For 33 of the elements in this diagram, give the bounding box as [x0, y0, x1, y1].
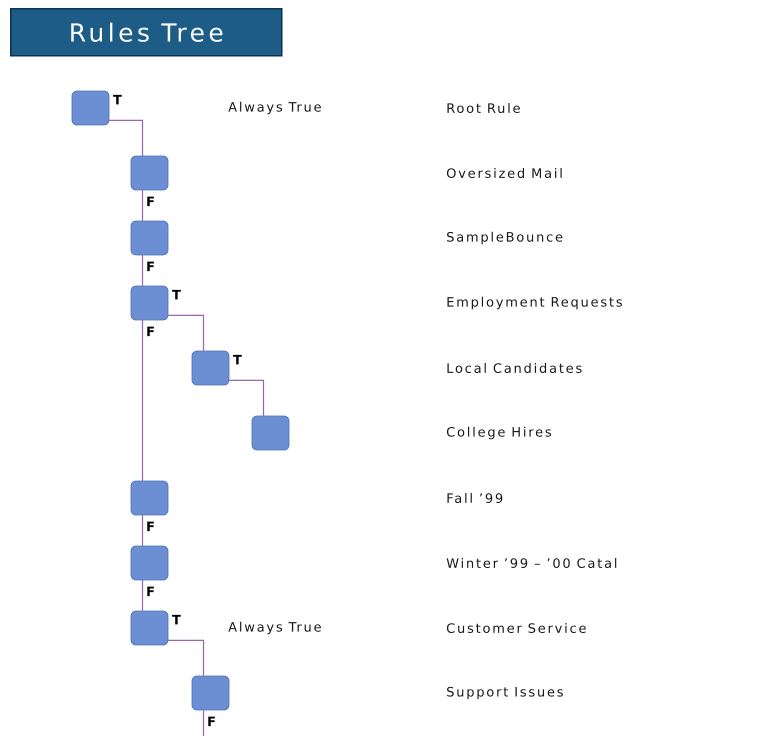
edge-label: F: [147, 262, 154, 272]
condition-text: Always True: [228, 622, 321, 634]
connector-line: [202, 710, 204, 736]
edge-label: F: [208, 716, 215, 726]
edge-label: T: [172, 614, 181, 624]
connector-line: [168, 314, 204, 351]
rule-name: College Hires: [446, 426, 552, 440]
connector-line: [142, 255, 144, 286]
rule-name: Local Candidates: [447, 362, 582, 374]
connector-line: [142, 515, 144, 546]
edge-label: T: [172, 290, 181, 300]
rule-name: Support Issues: [447, 686, 563, 700]
edge-label: F: [147, 196, 154, 206]
rule-name: Customer Service: [446, 622, 586, 633]
connector-line: [142, 580, 144, 611]
rule-name: SampleBounce: [447, 232, 562, 244]
edge-label: F: [147, 522, 154, 532]
connector-line: [142, 320, 144, 481]
rule-name: Winter ’99 – ’00 Catal: [446, 558, 616, 568]
rule-name: Employment Requests: [447, 296, 622, 310]
condition-text: Always True: [228, 102, 321, 114]
edge-label: T: [113, 94, 122, 104]
title-banner: Rules Tree: [10, 8, 282, 56]
connector-line: [109, 120, 144, 156]
rule-name: Fall ’99: [447, 492, 502, 503]
connector-line: [142, 190, 144, 221]
edge-label: T: [233, 354, 242, 364]
edge-label: F: [147, 586, 154, 596]
connector-line: [229, 380, 264, 416]
edge-label: F: [147, 326, 154, 336]
connector-line: [168, 640, 204, 676]
rule-name: Root Rule: [447, 102, 520, 114]
rule-name: Oversized Mail: [446, 168, 562, 178]
